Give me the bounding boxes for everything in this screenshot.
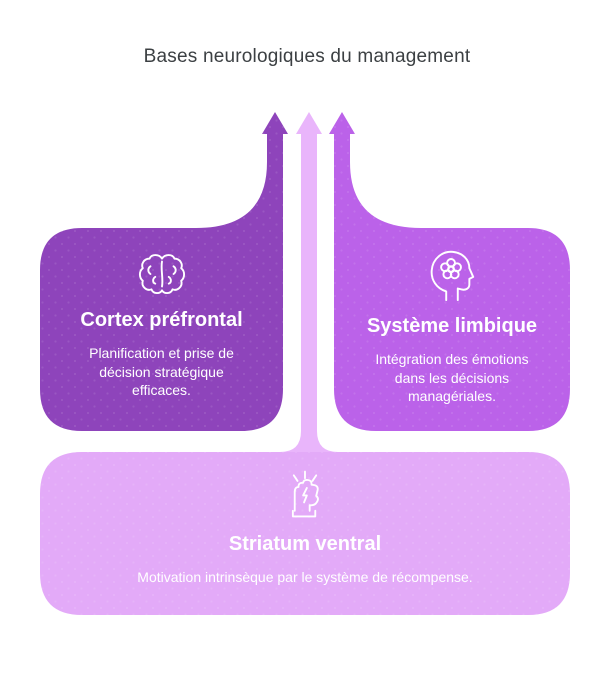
prefrontal-texture [40, 112, 288, 431]
striatum-card-texture [40, 452, 570, 615]
striatum-arrow [280, 112, 338, 452]
limbic-texture [329, 112, 570, 431]
page-title: Bases neurologiques du management [143, 46, 471, 67]
